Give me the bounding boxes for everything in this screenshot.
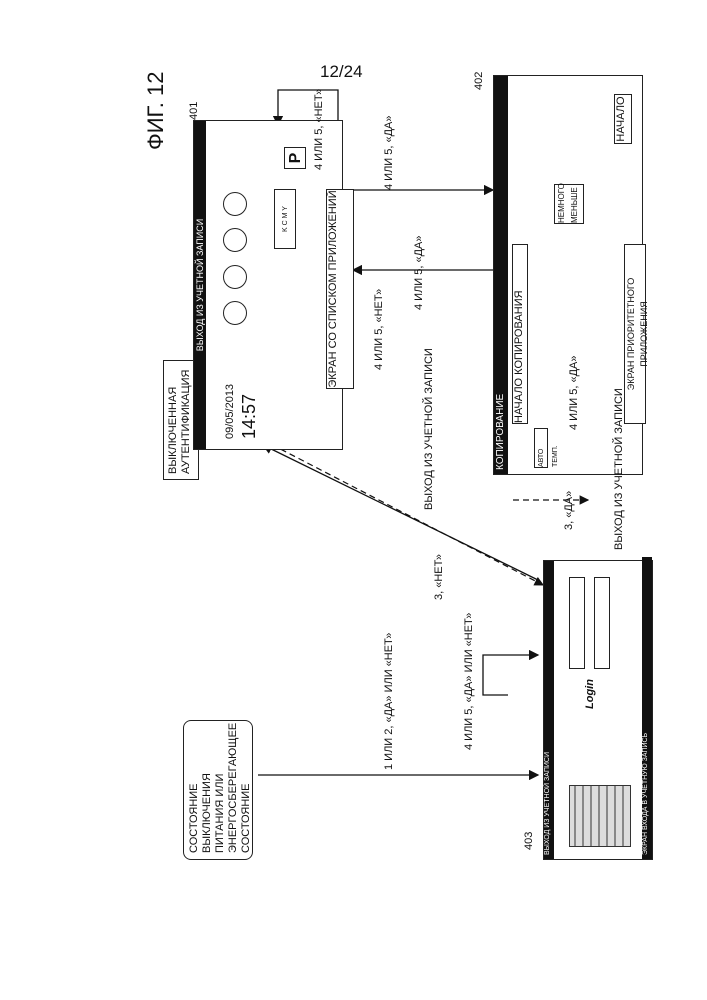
login-heading: Login xyxy=(584,679,597,709)
printer-icon xyxy=(569,785,631,847)
p-button[interactable]: P xyxy=(284,147,306,169)
launcher-time: 14:57 xyxy=(239,394,260,439)
ref-401: 401 xyxy=(188,102,201,120)
login-title: ВЫХОД ИЗ УЧЕТНОЙ ЗАПИСИ xyxy=(544,752,551,855)
copy-start-header-text: НАЧАЛО КОПИРОВАНИЯ xyxy=(513,290,525,423)
edge-label-copy-loop: 4 ИЛИ 5, «ДА» xyxy=(568,355,581,430)
edge-label-3-yes: 3, «ДА» xyxy=(563,491,576,530)
copy-caption-text: ЭКРАН ПРИОРИТЕТНОГО ПРИЛОЖЕНИЯ xyxy=(626,278,649,390)
password-field[interactable] xyxy=(594,577,610,669)
app-icon[interactable] xyxy=(223,265,247,289)
toner-letters: K C M Y xyxy=(282,206,289,232)
copy-titlebar: КОПИРОВАНИЕ xyxy=(494,76,508,474)
copy-caption: ЭКРАН ПРИОРИТЕТНОГО ПРИЛОЖЕНИЯ xyxy=(624,244,646,424)
copy-start-header: НАЧАЛО КОПИРОВАНИЯ xyxy=(512,244,528,424)
off-state-label: СОСТОЯНИЕ ВЫКЛЮЧЕНИЯ ПИТАНИЯ ИЛИ ЭНЕРГОС… xyxy=(188,723,252,853)
app-icon[interactable] xyxy=(223,228,247,252)
login-screen: ВЫХОД ИЗ УЧЕТНОЙ ЗАПИСИ Login ЭКРАН ВХОД… xyxy=(543,560,653,860)
launcher-caption: ЭКРАН СО СПИСКОМ ПРИЛОЖЕНИЙ xyxy=(326,189,354,389)
start-button-label: НАЧАЛО xyxy=(615,96,627,141)
launcher-date: 09/05/2013 xyxy=(224,384,237,439)
launcher-titlebar: ВЫХОД ИЗ УЧЕТНОЙ ЗАПИСИ xyxy=(194,121,206,449)
launcher-caption-text: ЭКРАН СО СПИСКОМ ПРИЛОЖЕНИЙ xyxy=(327,190,339,387)
auth-disabled-label: ВЫКЛЮЧЕННАЯ АУТЕНТИФИКАЦИЯ xyxy=(167,370,192,474)
less-button[interactable]: НЕМНОГО МЕНЬШЕ xyxy=(554,184,584,224)
less-button-label: НЕМНОГО МЕНЬШЕ xyxy=(557,183,579,223)
ref-402: 402 xyxy=(473,72,486,90)
app-icon[interactable] xyxy=(223,192,247,216)
copy-title: КОПИРОВАНИЕ xyxy=(495,394,506,470)
edge-label-launcher-loop: 4 ИЛИ 5, «НЕТ» xyxy=(313,89,326,170)
edge-label-1-2: 1 ИЛИ 2, «ДА» ИЛИ «НЕТ» xyxy=(383,633,396,770)
app-icon[interactable] xyxy=(223,301,247,325)
p-button-label: P xyxy=(287,153,304,164)
toner-gauge: K C M Y xyxy=(274,189,296,249)
ref-403: 403 xyxy=(523,832,536,850)
login-bottom-label: ЭКРАН ВХОДА В УЧЕТНУЮ ЗАПИСЬ xyxy=(642,557,652,859)
rotated-figure: СОСТОЯНИЕ ВЫКЛЮЧЕНИЯ ПИТАНИЯ ИЛИ ЭНЕРГОС… xyxy=(53,70,653,930)
edge-label-3-no: 3, «НЕТ» xyxy=(433,554,446,600)
edge-label-logout-2: ВЫХОД ИЗ УЧЕТНОЙ ЗАПИСИ xyxy=(613,388,626,550)
edge-label-launcher-yes: 4 ИЛИ 5, «ДА» xyxy=(383,115,396,190)
app-icon-grid xyxy=(219,188,256,329)
edge-label-copy-to-launcher: 4 ИЛИ 5, «ДА» xyxy=(413,235,426,310)
edge-label-launcher-no: 4 ИЛИ 5, «НЕТ» xyxy=(373,289,386,370)
edge-label-logout-1: ВЫХОД ИЗ УЧЕТНОЙ ЗАПИСИ xyxy=(423,348,436,510)
launcher-title: ВЫХОД ИЗ УЧЕТНОЙ ЗАПИСИ xyxy=(195,219,205,351)
off-state-box: СОСТОЯНИЕ ВЫКЛЮЧЕНИЯ ПИТАНИЯ ИЛИ ЭНЕРГОС… xyxy=(183,720,253,860)
username-field[interactable] xyxy=(569,577,585,669)
login-titlebar: ВЫХОД ИЗ УЧЕТНОЙ ЗАПИСИ xyxy=(544,561,554,859)
start-button[interactable]: НАЧАЛО xyxy=(614,94,632,144)
edge-label-login-loop: 4 ИЛИ 5, «ДА» ИЛИ «НЕТ» xyxy=(463,613,476,750)
auto-color-label: АВТО ТЕМП. xyxy=(538,445,559,467)
auto-color-button[interactable]: АВТО ТЕМП. xyxy=(534,428,548,468)
figure-label: ФИГ. 12 xyxy=(143,72,169,150)
